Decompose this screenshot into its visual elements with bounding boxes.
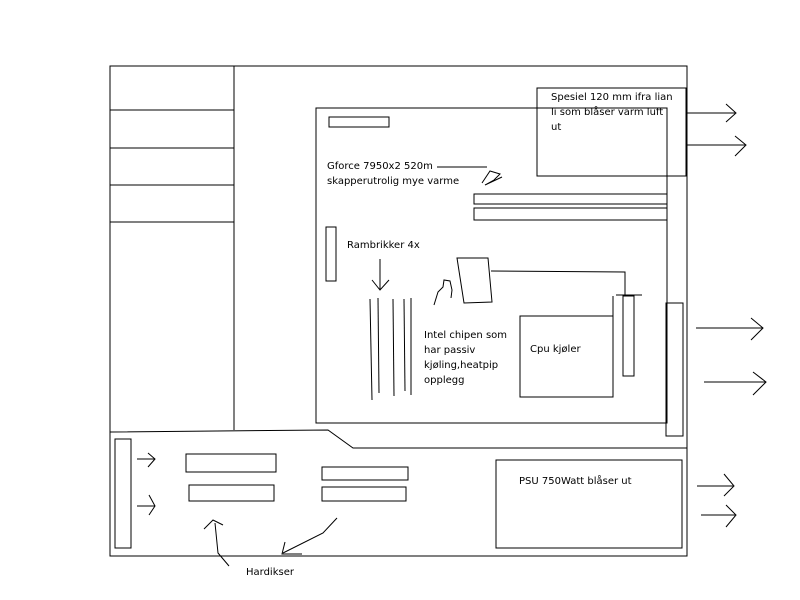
- fan-label-line: li som blåser varm luft: [551, 107, 664, 118]
- cpu-cooler-box: [519, 315, 614, 398]
- rear-arrow-1-head: [750, 317, 764, 341]
- exhaust-fan-box: [536, 87, 687, 177]
- exhaust-arrow-2-head: [734, 135, 747, 157]
- fan-label-line: Spesiel 120 mm ifra lian: [551, 92, 673, 103]
- gpu-pointer-arrow: [481, 170, 503, 186]
- fan-label-line: ut: [551, 122, 562, 133]
- hard-disk-2: [188, 484, 275, 502]
- psu-arrow-2-head: [725, 504, 737, 528]
- ram-stick-2: [392, 298, 395, 397]
- heatpipe-line: [490, 270, 626, 295]
- hdd-label: Hardikser: [246, 567, 294, 578]
- ram-stick-1: [369, 298, 373, 401]
- hdd-pointer-2: [282, 517, 338, 554]
- ram-arrow-head: [371, 279, 390, 291]
- chipset-label-line: Intel chipen som: [424, 330, 508, 341]
- hdd-pointer-2-head: [281, 541, 302, 555]
- rear-arrow-2-head: [752, 371, 767, 396]
- chipset-pointer: [433, 279, 453, 306]
- psu-box: [495, 459, 683, 549]
- cpu-cooler-label: Cpu kjøler: [530, 344, 581, 355]
- chipset-label-line: opplegg: [424, 375, 465, 386]
- chipset-label-line: kjøling,heatpip: [424, 360, 499, 371]
- bottom-compartment-outline: [109, 429, 687, 449]
- front-intake-strip: [114, 438, 132, 549]
- rear-fan-strip: [665, 302, 684, 437]
- hdd-pointer-1: [214, 522, 230, 567]
- gpu-card-1: [473, 193, 668, 205]
- heatpipe-radiator: [622, 295, 635, 377]
- gpu-label-line: Gforce 7950x2 520m: [327, 161, 433, 172]
- hard-disk-1: [185, 453, 277, 473]
- psu-arrow-1-head: [723, 473, 735, 497]
- chipset-label-line: har passiv: [424, 345, 476, 356]
- hard-disk-3: [321, 466, 409, 481]
- chipset-label: Intel chipen som har passiv kjøling,heat…: [424, 328, 507, 388]
- board-slot-left: [325, 226, 337, 282]
- ram-stick-1b: [377, 297, 380, 394]
- fan-label: Spesiel 120 mm ifra lian li som blåser v…: [551, 90, 673, 135]
- gpu-card-2: [473, 207, 668, 221]
- hdd-pointer-1-head: [203, 519, 224, 530]
- board-chip: [328, 116, 390, 128]
- gpu-label-line: skapperutrolig mye varme: [327, 176, 460, 187]
- motherboard-outline: [315, 107, 668, 424]
- hard-disk-4: [321, 486, 407, 502]
- ram-stick-3: [403, 298, 406, 392]
- psu-label: PSU 750Watt blåser ut: [519, 476, 632, 487]
- exhaust-arrow-1-head: [725, 103, 737, 123]
- intake-arrow-2-head: [148, 494, 156, 516]
- intake-arrow-1-head: [147, 452, 156, 468]
- gpu-label: Gforce 7950x2 520m skapperutrolig mye va…: [327, 159, 459, 189]
- chipset-heatsink: [456, 257, 493, 304]
- ram-label: Rambrikker 4x: [347, 240, 420, 251]
